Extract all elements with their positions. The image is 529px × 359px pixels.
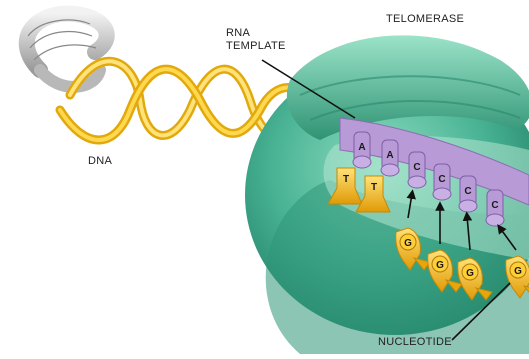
template-base-letter: A [386, 150, 393, 161]
template-base: C [459, 176, 477, 212]
template-base-letter: C [413, 162, 420, 173]
paired-base-letter: T [371, 182, 377, 193]
template-base: C [408, 152, 426, 188]
template-base: C [486, 190, 504, 226]
nucleotide-letter: G [404, 238, 412, 249]
template-base-letter: A [358, 142, 365, 153]
template-base-letter: C [491, 200, 498, 211]
nucleotide-letter: G [436, 260, 444, 271]
template-base-letter: C [464, 186, 471, 197]
rna-template-label-line2: TEMPLATE [226, 40, 286, 53]
dna-tail [27, 14, 107, 87]
template-base: A [381, 140, 399, 176]
template-base: C [433, 164, 451, 200]
nucleotide-letter: G [466, 268, 474, 279]
dna-label: DNA [88, 155, 112, 168]
nucleotide-letter: G [514, 266, 522, 277]
template-base: A [353, 132, 371, 168]
nucleotide-label: NUCLEOTIDE [378, 336, 452, 349]
template-base-letter: C [438, 174, 445, 185]
paired-base-letter: T [343, 174, 349, 185]
telomerase-label: TELOMERASE [386, 13, 464, 26]
rna-template-label-line1: RNA [226, 27, 250, 40]
